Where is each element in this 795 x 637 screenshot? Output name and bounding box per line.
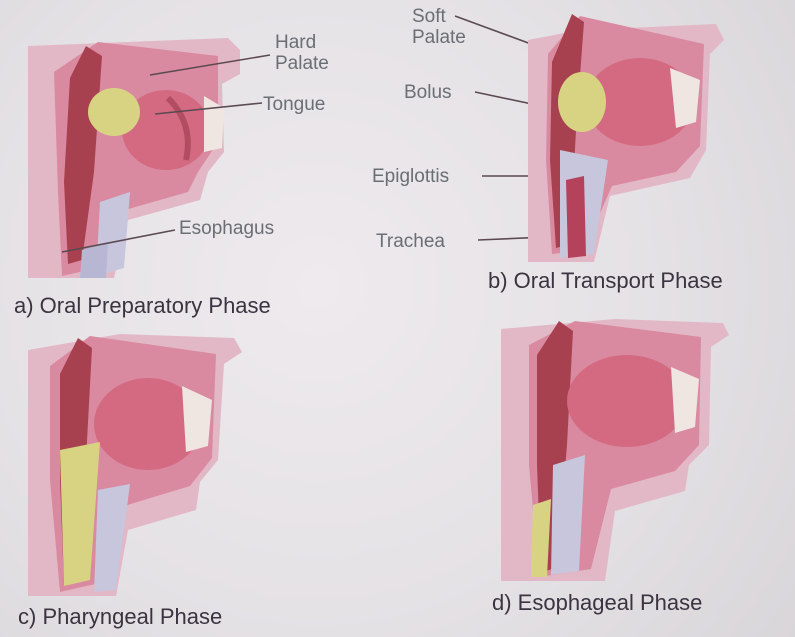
hard-palate-label-line1: Hard: [275, 32, 329, 53]
esophagus-label: Esophagus: [179, 218, 274, 239]
soft-palate-label: Soft Palate: [412, 6, 466, 48]
trachea-label: Trachea: [376, 231, 445, 252]
hard-palate-leader: [150, 55, 270, 75]
soft-palate-label-line1: Soft: [412, 6, 466, 27]
caption-c: c) Pharyngeal Phase: [18, 604, 222, 630]
hard-palate-label: Hard Palate: [275, 32, 329, 74]
caption-a: a) Oral Preparatory Phase: [14, 293, 271, 319]
epiglottis-label: Epiglottis: [372, 166, 449, 187]
esophagus-leader: [62, 230, 175, 252]
bolus-label: Bolus: [404, 82, 452, 103]
panel-oral-transport: [520, 10, 730, 270]
panel-pharyngeal: [20, 330, 250, 600]
tongue-label: Tongue: [263, 94, 325, 115]
hard-palate-label-line2: Palate: [275, 53, 329, 74]
tongue-leader: [155, 103, 262, 114]
caption-d: d) Esophageal Phase: [492, 590, 702, 616]
soft-palate-label-line2: Palate: [412, 27, 466, 48]
caption-b: b) Oral Transport Phase: [488, 268, 723, 294]
panel-esophageal: [495, 315, 735, 585]
